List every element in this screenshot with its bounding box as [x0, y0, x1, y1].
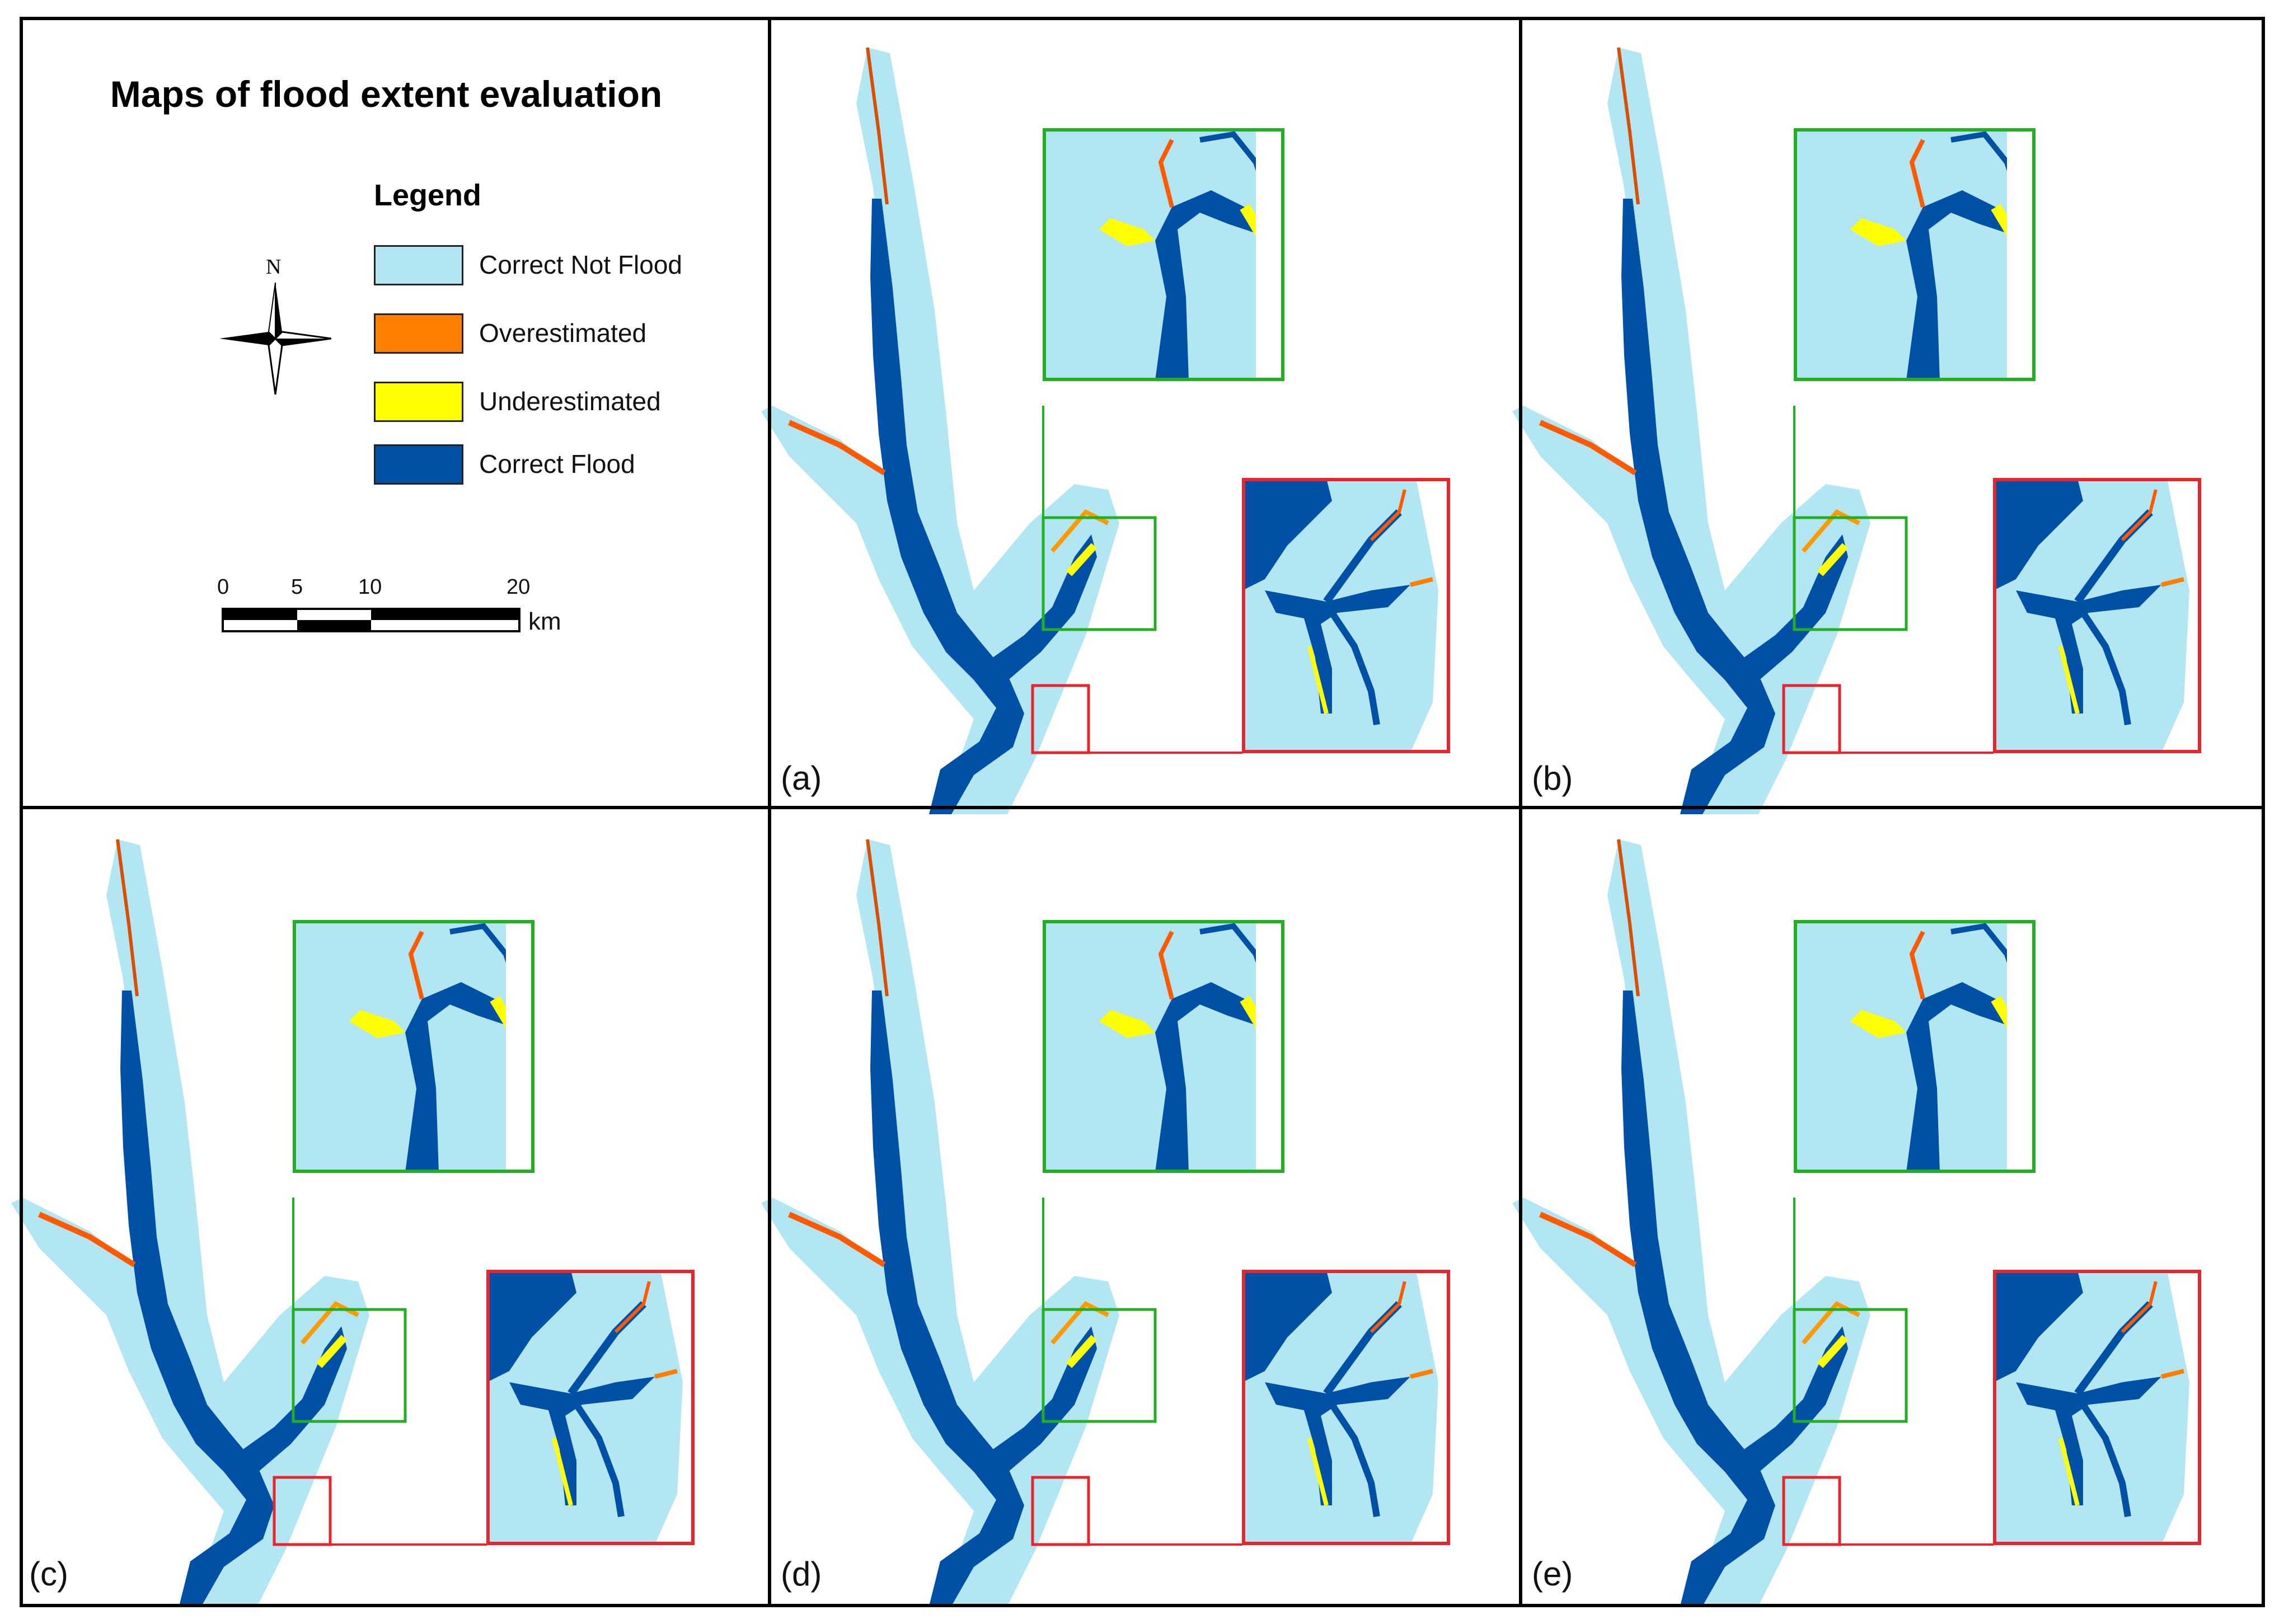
panel-label-b: (b) [1532, 759, 1573, 797]
legend-swatch-underestimated [374, 382, 463, 422]
north-letter: N [266, 255, 282, 279]
scale-tick-20: 20 [506, 575, 531, 599]
scale-bar [222, 608, 520, 632]
legend-label: Overestimated [479, 318, 647, 348]
north-arrow-icon [219, 283, 331, 395]
legend-swatch-correct-not-flood [374, 245, 463, 285]
map-panel-a [761, 48, 1450, 814]
panel-label-a: (a) [781, 759, 822, 797]
panel-label-e: (e) [1532, 1555, 1573, 1593]
legend-label: Correct Not Flood [479, 250, 683, 279]
panel-frame [20, 17, 2265, 1607]
legend-label: Correct Flood [479, 449, 635, 478]
scale-tick-5: 5 [291, 575, 303, 599]
legend-swatch-correct-flood [374, 444, 463, 485]
map-panel-e [1512, 839, 2201, 1606]
scale-tick-10: 10 [358, 575, 382, 599]
map-panel-b [1512, 48, 2201, 814]
legend-swatch-overestimated [374, 313, 463, 354]
panel-label-c: (c) [29, 1555, 68, 1593]
legend-title: Legend [374, 179, 482, 212]
panel-label-d: (d) [781, 1555, 822, 1593]
legend-label: Underestimated [479, 387, 661, 416]
map-panel-c [11, 839, 694, 1606]
map-title: Maps of flood extent evaluation [110, 73, 663, 115]
scale-tick-0: 0 [217, 575, 229, 599]
scale-unit: km [528, 608, 561, 635]
map-panel-d [761, 839, 1450, 1606]
